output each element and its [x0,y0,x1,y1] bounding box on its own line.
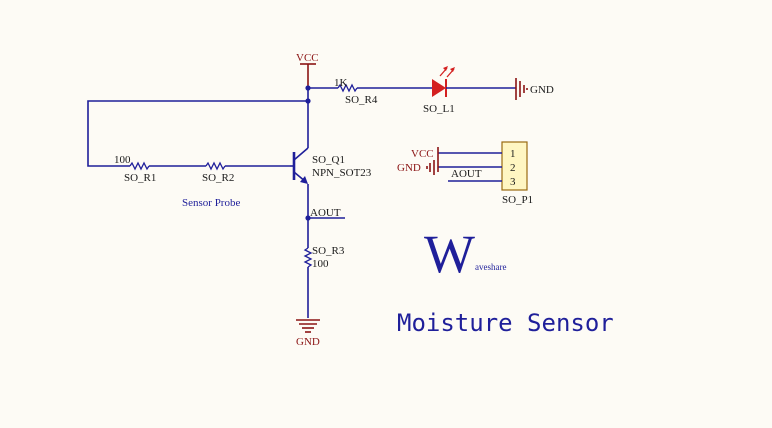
connector-ref: SO_P1 [502,194,533,206]
output-branch: AOUT SO_R3 100 [303,184,345,318]
r3-ref: SO_R3 [312,245,345,257]
r3-value: 100 [312,258,329,270]
conn-aout-label: AOUT [451,168,482,180]
gnd-label-bottom: GND [296,336,320,348]
resistor-r1 [129,161,150,171]
pin-2-label: 2 [510,162,516,174]
ground-icon-led [515,78,528,100]
connector-p1: 1 2 3 SO_P1 VCC GND AOUT [397,141,533,206]
resistor-r4 [337,83,358,93]
connector-body [501,141,528,191]
r4-value: 1K [334,77,348,89]
transistor-q1-icon [290,147,309,184]
led-ref: SO_L1 [423,103,455,115]
led-icon [432,66,455,97]
resistor-r3 [303,247,313,268]
conn-gnd-label: GND [397,162,421,174]
main-rail [305,85,311,148]
pin-1-label: 1 [510,148,516,160]
vcc-symbol-top: VCC [296,52,319,88]
r1-value: 100 [114,154,131,166]
schematic-title: Moisture Sensor [397,309,614,337]
r1-ref: SO_R1 [124,172,156,184]
q1-ref: SO_Q1 [312,154,345,166]
pin-3-label: 3 [510,176,516,188]
r4-ref: SO_R4 [345,94,378,106]
probe-loop: 100 SO_R1 SO_R2 Sensor Probe [87,100,308,209]
conn-vcc-label: VCC [411,148,434,160]
ground-icon-bottom [296,319,320,333]
ground-icon-connector [426,160,435,175]
led-branch: 1K SO_R4 SO_L1 GND [308,66,554,115]
gnd-label-led: GND [530,84,554,96]
resistor-r2 [205,161,226,171]
sensor-probe-label: Sensor Probe [182,197,240,209]
waveshare-logo-letter: W [424,224,475,284]
aout-net-label: AOUT [310,207,341,219]
vcc-label-top: VCC [296,52,319,64]
q1-value: NPN_SOT23 [312,167,372,179]
r2-ref: SO_R2 [202,172,234,184]
waveshare-logo-suffix: aveshare [475,262,506,272]
